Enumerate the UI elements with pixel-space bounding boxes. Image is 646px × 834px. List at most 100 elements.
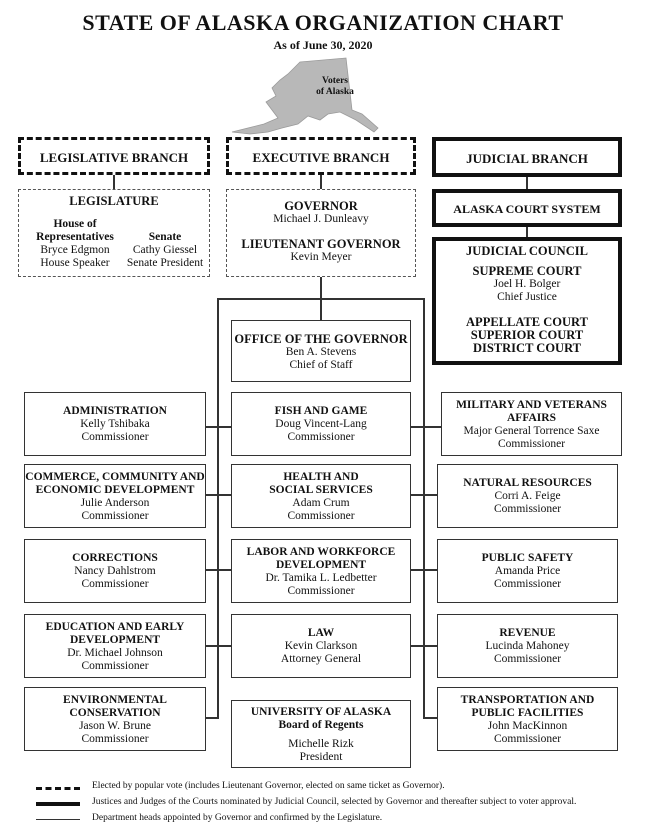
senate-heading: Senate — [148, 231, 182, 243]
connector — [206, 426, 231, 428]
dept-title-2: DEVELOPMENT — [69, 634, 161, 646]
legislature-box: LEGISLATURE House of Representatives Bry… — [18, 189, 210, 277]
page-subtitle: As of June 30, 2020 — [273, 38, 373, 52]
dept-transportation: TRANSPORTATION AND PUBLIC FACILITIES Joh… — [437, 687, 618, 751]
dept-head-name: Adam Crum — [292, 497, 350, 509]
connector — [113, 175, 115, 189]
dept-head-name: Nancy Dahlstrom — [74, 565, 156, 577]
dept-natural-resources: NATURAL RESOURCES Corri A. Feige Commiss… — [437, 464, 618, 528]
connector — [320, 277, 322, 299]
dept-head-name: Lucinda Mahoney — [485, 640, 570, 652]
senate-block: Senate Cathy Giessel Senate President — [123, 231, 207, 270]
dept-title: ADMINISTRATION — [63, 405, 167, 417]
dept-head-role: Commissioner — [493, 578, 562, 590]
connector — [320, 175, 322, 189]
dept-title: EDUCATION AND EARLY — [45, 621, 185, 633]
connector — [411, 494, 437, 496]
senate-president-name: Cathy Giessel — [132, 244, 198, 256]
dashed-line-icon — [36, 787, 80, 790]
house-speaker-name: Bryce Edgmon — [40, 244, 110, 256]
connector — [206, 645, 231, 647]
legend-thin: Department heads appointed by Governor a… — [36, 813, 636, 827]
legend-thick: Justices and Judges of the Courts nomina… — [36, 797, 636, 811]
dept-military: MILITARY AND VETERANS AFFAIRS Major Gene… — [441, 392, 622, 456]
dept-education: EDUCATION AND EARLY DEVELOPMENT Dr. Mich… — [24, 614, 206, 678]
chief-justice-name: Joel H. Bolger — [493, 278, 561, 290]
lt-governor-title: LIEUTENANT GOVERNOR — [241, 237, 401, 251]
district-court: DISTRICT COURT — [472, 341, 582, 355]
connector — [411, 645, 437, 647]
map-label-line1: Voters — [321, 76, 349, 86]
dept-title: MILITARY AND VETERANS — [456, 399, 607, 411]
dept-title-2: CONSERVATION — [69, 707, 161, 719]
thick-line-icon — [36, 802, 80, 806]
court-system-label: ALASKA COURT SYSTEM — [453, 202, 601, 216]
dept-title: HEALTH AND — [283, 471, 359, 483]
legend-thick-text: Justices and Judges of the Courts nomina… — [92, 797, 577, 807]
superior-court: SUPERIOR COURT — [470, 328, 584, 342]
governor-name: Michael J. Dunleavy — [273, 213, 369, 225]
dept-head-role: Commissioner — [493, 503, 562, 515]
dept-head-role: Commissioner — [493, 733, 562, 745]
dept-title: LAW — [307, 627, 335, 639]
connector — [206, 494, 231, 496]
dept-head-role: Commissioner — [81, 431, 149, 443]
map-label-line2: of Alaska — [316, 87, 354, 97]
connector — [411, 426, 441, 428]
dept-title: CORRECTIONS — [72, 552, 158, 564]
legislative-branch-label: LEGISLATIVE BRANCH — [39, 150, 189, 165]
dept-title-2: ECONOMIC DEVELOPMENT — [35, 484, 195, 496]
dept-university: UNIVERSITY OF ALASKA Board of Regents Mi… — [231, 700, 411, 768]
legislative-branch-box: LEGISLATIVE BRANCH — [18, 137, 210, 175]
dept-administration: ADMINISTRATION Kelly Tshibaka Commission… — [24, 392, 206, 456]
connector — [526, 177, 528, 189]
dept-head-role: Commissioner — [287, 510, 355, 522]
judicial-council-box: JUDICIAL COUNCIL SUPREME COURT Joel H. B… — [432, 237, 622, 365]
governor-box: GOVERNOR Michael J. Dunleavy LIEUTENANT … — [226, 189, 416, 277]
dept-head-name: Corri A. Feige — [494, 490, 561, 502]
map-label: Voters of Alaska — [300, 76, 370, 98]
dept-corrections: CORRECTIONS Nancy Dahlstrom Commissioner — [24, 539, 206, 603]
dept-title: NATURAL RESOURCES — [463, 477, 592, 489]
judicial-council-title: JUDICIAL COUNCIL — [466, 244, 588, 258]
dept-labor: LABOR AND WORKFORCE DEVELOPMENT Dr. Tami… — [231, 539, 411, 603]
dept-head-name: Jason W. Brune — [79, 720, 151, 732]
house-speaker-role: House Speaker — [40, 257, 110, 269]
dept-head-role: Commissioner — [81, 578, 149, 590]
dept-law: LAW Kevin Clarkson Attorney General — [231, 614, 411, 678]
office-of-governor-box: OFFICE OF THE GOVERNOR Ben A. Stevens Ch… — [231, 320, 411, 382]
executive-branch-label: EXECUTIVE BRANCH — [252, 150, 390, 165]
dept-head-role: Commissioner — [493, 653, 562, 665]
house-heading-1: House of — [53, 218, 97, 230]
dept-title-2: AFFAIRS — [507, 412, 556, 424]
dept-health: HEALTH AND SOCIAL SERVICES Adam Crum Com… — [231, 464, 411, 528]
page-title: STATE OF ALASKA ORGANIZATION CHART — [82, 10, 564, 35]
dept-head-role: Attorney General — [280, 653, 362, 665]
dept-head-name: Kevin Clarkson — [284, 640, 358, 652]
dept-fish-and-game: FISH AND GAME Doug Vincent-Lang Commissi… — [231, 392, 411, 456]
dept-title-2: SOCIAL SERVICES — [269, 484, 373, 496]
dept-head-name: Amanda Price — [494, 565, 561, 577]
legislature-title: LEGISLATURE — [69, 194, 159, 208]
right-spine — [423, 298, 425, 718]
dept-head-role: President — [299, 751, 343, 763]
dept-revenue: REVENUE Lucinda Mahoney Commissioner — [437, 614, 618, 678]
dept-title-2: DEVELOPMENT — [275, 559, 367, 571]
connector — [423, 717, 437, 719]
dept-head-name: Dr. Tamika L. Ledbetter — [265, 572, 377, 584]
court-system-box: ALASKA COURT SYSTEM — [432, 189, 622, 227]
alaska-shape — [231, 57, 379, 135]
dept-title: LABOR AND WORKFORCE — [246, 546, 396, 558]
dept-head-name: Dr. Michael Johnson — [67, 647, 163, 659]
governor-title: GOVERNOR — [284, 199, 358, 213]
dept-title: FISH AND GAME — [274, 405, 368, 417]
dept-head-role: Commissioner — [81, 660, 149, 672]
dept-commerce: COMMERCE, COMMUNITY AND ECONOMIC DEVELOP… — [24, 464, 206, 528]
alaska-map-icon — [231, 57, 379, 135]
dept-head-role: Commissioner — [287, 585, 355, 597]
dept-head-name: John MacKinnon — [487, 720, 568, 732]
dept-title: ENVIRONMENTAL — [63, 694, 167, 706]
thin-line-icon — [36, 819, 80, 820]
connector — [320, 298, 322, 320]
left-spine — [217, 298, 219, 718]
